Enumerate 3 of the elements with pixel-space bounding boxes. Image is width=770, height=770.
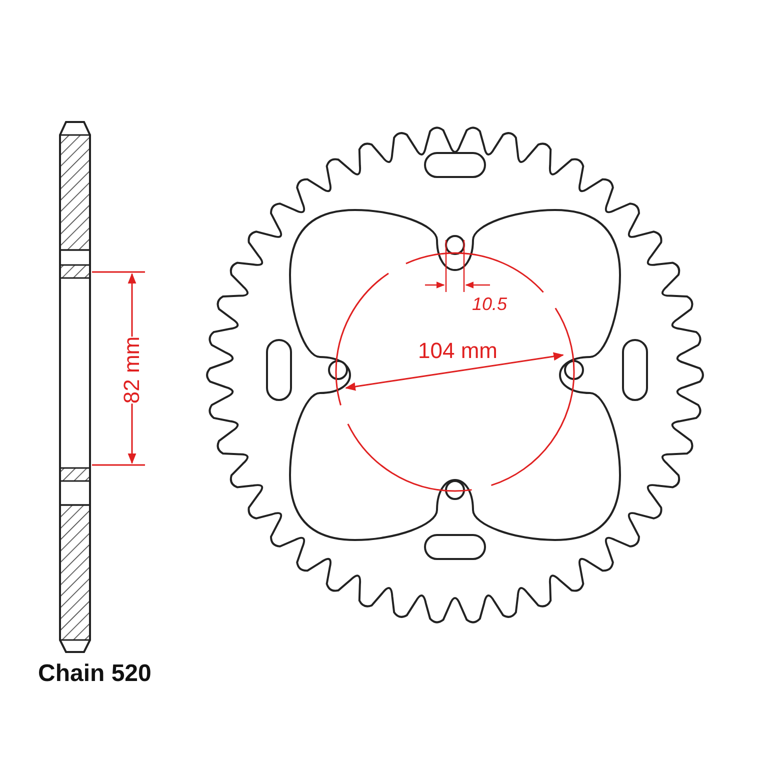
chain-size-label: Chain 520 — [38, 662, 152, 686]
dimension-label: 104 mm — [418, 340, 498, 362]
dimension-label: 10.5 — [472, 295, 508, 313]
